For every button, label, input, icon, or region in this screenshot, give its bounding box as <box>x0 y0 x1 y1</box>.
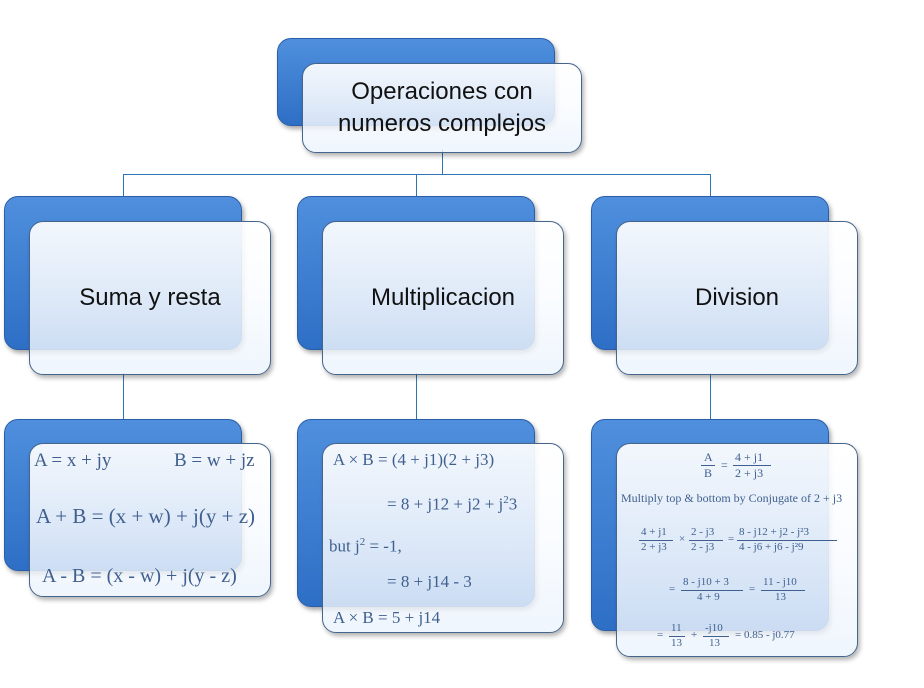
div-ab-fraction: A B = 4 + j1 2 + j3 <box>617 450 857 480</box>
mult-line-1: A × B = (4 + j1)(2 + j3) <box>333 450 495 469</box>
connector-to-suma <box>123 174 124 196</box>
root-node: Operaciones con numeros complejos <box>302 63 582 153</box>
mult-formulas-node: A × B = (4 + j1)(2 + j3) = 8 + j12 + j2 … <box>322 443 564 633</box>
formula-diff: A - B = (x - w) + j(y - z) <box>42 565 237 587</box>
mult-line-2: = 8 + j12 + j2 + j23 <box>387 494 518 514</box>
div-step-2: = 8 - j10 + 3 4 + 9 = 11 - j10 13 <box>617 576 857 606</box>
mult-line-3: but j2 = -1, <box>329 536 402 556</box>
formula-sum: A + B = (x + w) + j(y + z) <box>36 504 256 528</box>
suma-node: Suma y resta <box>29 221 271 375</box>
div-step-3: = 11 13 + -j10 13 = 0.85 - j0.77 <box>657 622 795 649</box>
mult-title: Multiplicacion <box>370 284 516 311</box>
connector-to-div <box>710 174 711 196</box>
suma-title: Suma y resta <box>79 284 221 311</box>
mult-line-5: A × B = 5 + j14 <box>333 608 441 627</box>
div-formulas-node: A B = 4 + j1 2 + j3 Multiply top & botto… <box>616 443 858 657</box>
formula-b-def: B = w + jz <box>174 450 255 471</box>
div-multiply-note: Multiply top & bottom by Conjugate of 2 … <box>621 491 843 505</box>
suma-formulas-node: A = x + jy B = w + jz A + B = (x + w) + … <box>29 443 271 597</box>
connector-div-formulas <box>710 373 711 419</box>
connector-suma-formulas <box>123 373 124 419</box>
mult-node: Multiplicacion <box>322 221 564 375</box>
div-step-1: 4 + j1 2 + j3 × 2 - j3 2 - j3 = 8 - j12 … <box>617 526 857 556</box>
formula-a-def: A = x + jy <box>34 450 112 471</box>
root-title: Operaciones con numeros complejos <box>337 78 547 137</box>
connector-to-mult <box>416 174 417 196</box>
mult-line-4: = 8 + j14 - 3 <box>387 572 472 591</box>
div-node: Division <box>616 221 858 375</box>
connector-root-down <box>442 150 443 174</box>
connector-mult-formulas <box>416 373 417 419</box>
div-title: Division <box>694 284 780 311</box>
